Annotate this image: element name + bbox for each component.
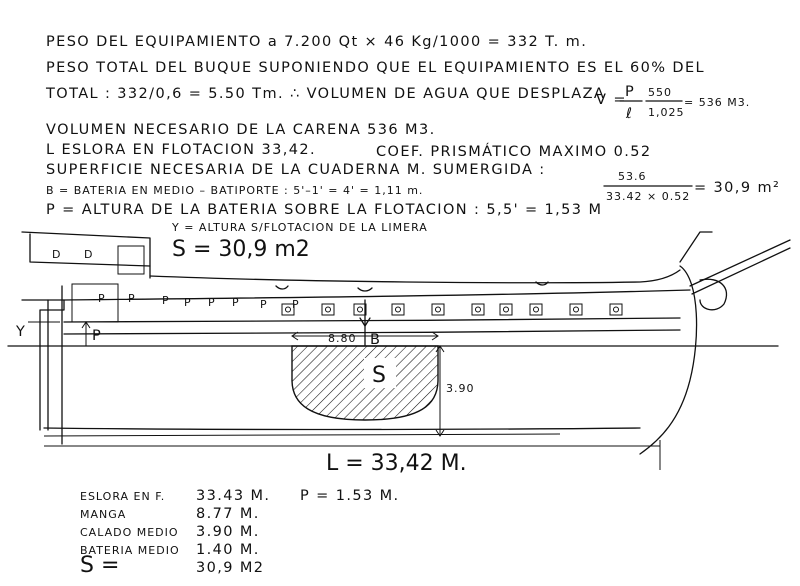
gun-port-muzzle [435,306,441,313]
spec-value: 30,9 M2 [196,560,264,576]
gun-port-muzzle [285,306,291,313]
gun-port [391,303,405,316]
stern-castle-rail [29,233,151,267]
figurehead [699,278,728,311]
spec-label: S = [80,553,119,578]
gun-port [431,303,445,316]
note-limera-height: Y = ALTURA S/FLOTACION DE LA LIMERA [171,221,428,234]
port-mark: P [208,296,216,309]
bowsprit-lower [691,247,791,295]
lower-wale-line [63,329,681,335]
gun-ports [281,303,623,316]
volume-formula-lhs: V = [596,92,627,108]
stem-post [639,265,698,455]
note-total-weight: PESO TOTAL DEL BUQUE SUPONIENDO QUE EL E… [46,60,705,76]
spec-value: 33.43 M. [196,488,270,504]
area-formula-den: 33.42 × 0.52 [606,190,690,203]
gun-port-muzzle [357,306,363,313]
battery-deck-line [63,317,681,323]
gun-port-muzzle [573,306,579,313]
note-equipment-weight: PESO DEL EQUIPAMIENTO a 7.200 Qt × 46 Kg… [46,34,587,50]
volume-formula-result: = 536 M3. [684,96,750,109]
beam-dimension-label: 8.80 [328,332,357,345]
area-formula: 53.6 33.42 × 0.52 = 30,9 m² [603,170,780,203]
port-mark: P [184,296,192,309]
note-prismatic-coef: COEF. PRISMÁTICO MAXIMO 0.52 [376,143,651,160]
gun-port [353,303,367,316]
gun-port [569,303,583,316]
port-mark: P [260,298,268,311]
area-formula-result: = 30,9 m² [694,180,780,196]
note-waterline-length: L ESLORA EN FLOTACION 33,42. [46,142,316,158]
volume-formula-rho: ℓ [625,106,633,122]
sheer-line [149,269,681,284]
ship-profile: S 8.80 B 3.90 L = 33,42 M. Y P D D P P P P P P P… [7,231,791,476]
gun-port-muzzle [533,306,539,313]
gun-port [471,303,485,316]
spec-label: MANGA [80,508,126,521]
stern-post [21,299,65,431]
port-mark: P [128,292,136,305]
spec-label: ESLORA EN F. [80,490,165,503]
label-p: P [92,328,102,344]
depth-dimension-arrows [435,345,445,437]
port-mark: D [84,248,93,261]
label-b: B [370,332,381,348]
note-battery-height: B = BATERIA EN MEDIO – BATIPORTE : 5'–1'… [46,184,423,197]
beam-dimension-arrows [291,331,439,341]
depth-dimension-label: 3.90 [446,382,475,395]
port-mark: P [292,298,300,311]
note-displacement: TOTAL : 332/0,6 = 5.50 Tm. ∴ VOLUMEN DE … [45,86,605,102]
bowsprit-upper [689,239,791,287]
note-midship-area: SUPERFICIE NECESARIA DE LA CUADERNA M. S… [46,162,546,178]
area-formula-num: 53.6 [618,170,647,183]
spec-value: 8.77 M. [196,506,260,522]
gun-port [609,303,623,316]
spec-label: BATERIA MEDIO [80,544,180,557]
stern-castle-top [21,231,151,279]
note-area-result: S = 30,9 m2 [172,237,310,262]
gun-port-muzzle [503,306,509,313]
gun-port-muzzle [395,306,401,313]
port-mark: D [52,248,61,261]
keel-line [43,427,641,431]
length-dimension-label: L = 33,42 M. [326,451,467,476]
bow-cathead [679,231,713,263]
port-mark: P [98,292,106,305]
stern-window [117,245,145,275]
volume-formula-p: P [625,84,635,100]
spec-value: 3.90 M. [196,524,260,540]
note-hull-volume: VOLUMEN NECESARIO DE LA CARENA 536 M3. [46,122,436,138]
port-mark: P [162,294,170,307]
rail-ornaments [275,281,549,292]
gun-port-muzzle [475,306,481,313]
section-area-label: S [372,363,386,388]
gun-port-muzzle [325,306,331,313]
calculation-notes: PESO DEL EQUIPAMIENTO a 7.200 Qt × 46 Kg… [45,34,780,262]
gun-port [321,303,335,316]
section-label-bg [364,358,396,388]
wale-line [63,289,691,301]
port-mark: P [232,296,240,309]
note-battery-over-waterline: P = ALTURA DE LA BATERIA SOBRE LA FLOTAC… [46,202,602,218]
spec-label: CALADO MEDIO [80,526,179,539]
label-y: Y [15,324,26,340]
stern-gallery [71,283,119,323]
gun-port [529,303,543,316]
gun-port-muzzle [613,306,619,313]
gun-port [499,303,513,316]
volume-formula-num: 550 [648,86,672,99]
centerline-arrow [359,317,371,327]
spec-value: 1.40 M. [196,542,260,558]
spec-p-value: P = 1.53 M. [300,488,400,504]
gun-port-marks: D D P P P P P P P P [52,248,300,311]
spec-table: ESLORA EN F. 33.43 M. MANGA 8.77 M. CALADO M… [80,488,270,578]
gun-port [281,303,295,316]
p-marker-arrow [81,321,91,329]
volume-formula: V = P ℓ 550 1,025 = 536 M3. [596,84,750,122]
base-line [43,433,561,437]
volume-formula-den: 1,025 [648,106,685,119]
